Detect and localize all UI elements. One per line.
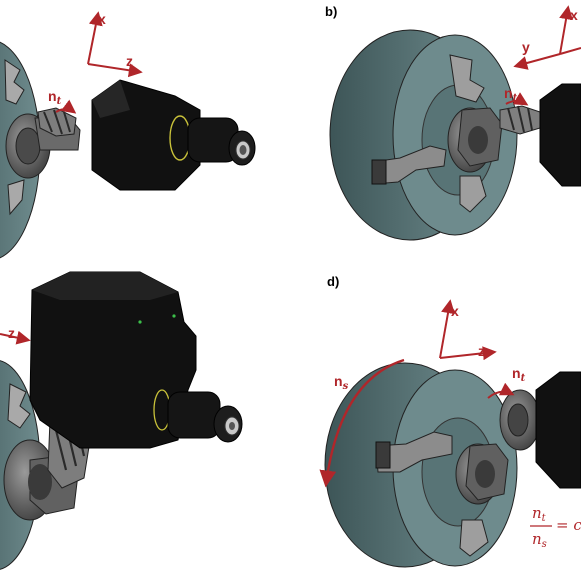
axis-label-z: z — [478, 343, 485, 359]
tool-rotation-d: nt — [487, 365, 526, 399]
rotation-label-tool: nt — [48, 88, 62, 107]
formula-denominator: ns — [532, 530, 547, 550]
tool-holder — [539, 83, 581, 187]
clamp — [375, 431, 453, 473]
tool-rotation-a: nt — [48, 88, 77, 114]
panel-a: x z nt — [0, 11, 256, 259]
coordinate-axes-d: x z — [439, 299, 497, 361]
clamp — [371, 145, 447, 185]
rotation-label-tool: nt — [504, 85, 518, 104]
axis-label-x: x — [98, 11, 106, 27]
panel-letter-b: b) — [325, 4, 337, 19]
rotation-label-tool: nt — [512, 365, 526, 384]
tool-rotation-b: nt — [504, 85, 529, 106]
formula-rhs: = c — [556, 516, 581, 534]
tool-holder — [91, 79, 256, 191]
chuck — [3, 439, 79, 521]
rotation-label-spindle: ns — [334, 373, 349, 392]
tool-holder — [535, 371, 581, 489]
coordinate-axes-a: x z — [87, 11, 143, 78]
speed-ratio-formula: nt ns = c — [530, 504, 581, 550]
tool-bit — [499, 389, 541, 451]
chuck — [455, 443, 509, 505]
coordinate-axes-b: x y — [513, 5, 581, 70]
axis-label-z: z — [126, 53, 133, 69]
coordinate-axes-c: z — [0, 325, 31, 345]
panel-d: d) x z — [319, 274, 581, 568]
axis-label-x: x — [451, 303, 459, 319]
axis-label-y: y — [522, 39, 530, 55]
tool-holder — [29, 271, 243, 449]
axis-label-x: x — [570, 7, 578, 23]
tool-bit — [37, 107, 77, 137]
panel-letter-d: d) — [327, 274, 339, 289]
panel-b: b) — [325, 4, 581, 241]
formula-numerator: nt — [532, 504, 547, 524]
axis-label-z: z — [8, 325, 15, 341]
tool-bit — [499, 105, 541, 135]
chuck — [447, 107, 503, 173]
spindle-rotation: ns — [319, 358, 405, 488]
panel-c: z — [0, 271, 243, 570]
